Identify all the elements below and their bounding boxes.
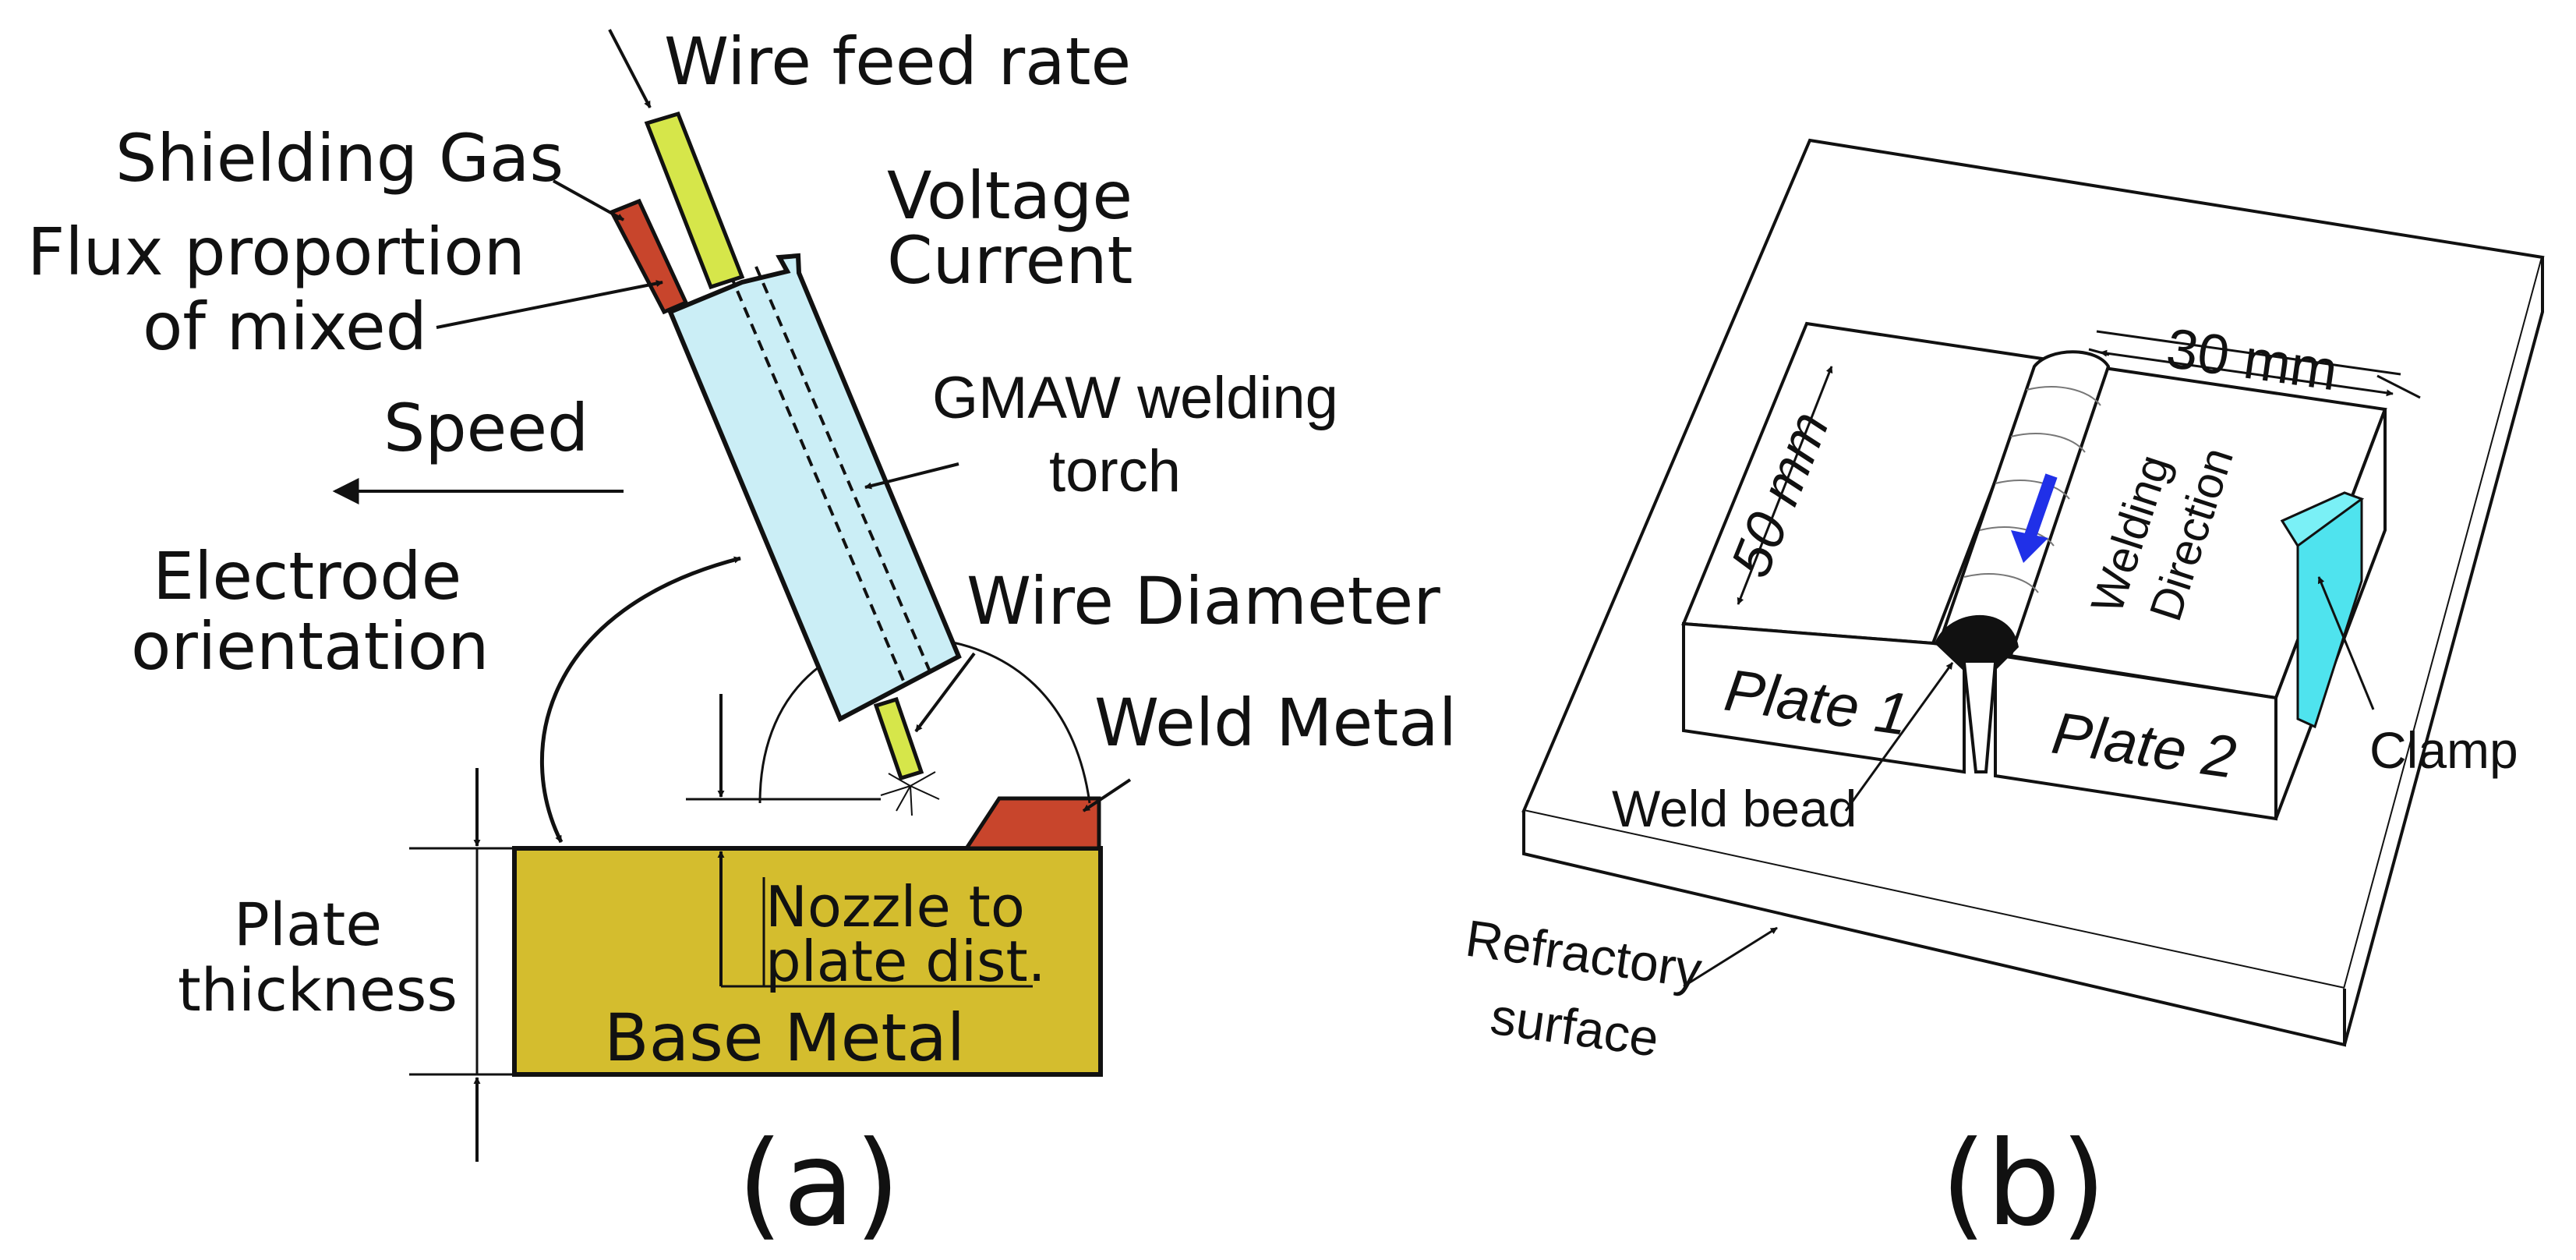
torch-arrow (864, 462, 959, 490)
wire-feed-rate-label: Wire feed rate (664, 23, 1131, 100)
shielding-gas-arrow (553, 179, 624, 221)
bead-ripples (1963, 386, 2101, 593)
wire-electrode-tip (873, 696, 924, 781)
wire-diameter-arrow (914, 652, 976, 733)
flux-proportion-label: Flux proportion (27, 214, 525, 290)
thickness-label: thickness (178, 955, 458, 1025)
arc-sparks (880, 771, 940, 816)
weld-metal-label: Weld Metal (1094, 685, 1457, 761)
weld-bead-end (1935, 614, 2019, 686)
electrode-orientation-arc (540, 556, 741, 844)
base-metal-label: Base Metal (604, 1000, 965, 1076)
current-label: Current (887, 222, 1133, 299)
dim-30-line (2100, 349, 2394, 397)
refractory-label-2: surface (1487, 987, 1663, 1067)
clamp-leader (2317, 576, 2375, 710)
weld-bead-label: Weld bead (1612, 780, 1857, 837)
panel-a-caption: (a) (737, 1117, 900, 1252)
weld-metal-bead (963, 796, 1101, 851)
weld-metal-arrow (1082, 778, 1132, 812)
shielding-gas-inlet (609, 198, 689, 315)
torch-label-line2: torch (1049, 438, 1181, 504)
wire-diameter-label: Wire Diameter (966, 563, 1440, 639)
flux-mixed-label: of mixed (143, 288, 427, 365)
refractory-leader (1683, 926, 1778, 988)
panel-b: 30 mm 50 mm Welding Direction Plate 1 Pl… (1462, 138, 2545, 1252)
refractory-slab-side (2343, 257, 2544, 1046)
welding-direction-arrow (2023, 473, 2058, 540)
dim-50-line (1737, 366, 1833, 605)
voltage-label: Voltage (887, 158, 1133, 234)
nozzle-label-line2: plate dist. (765, 929, 1046, 994)
shielding-gas-label: Shielding Gas (115, 120, 564, 196)
flux-arrow (436, 280, 663, 329)
nozzle-label-line1: Nozzle to (765, 874, 1025, 940)
base-metal-block (512, 846, 1103, 1077)
electrode-label-line1: Electrode (153, 538, 461, 614)
speed-label: Speed (383, 390, 588, 466)
plate-label: Plate (234, 890, 382, 959)
refractory-label-1: Refractory (1462, 909, 1705, 1000)
wire-feed-inlet (644, 111, 745, 290)
panel-a: Wire feed rate Shielding Gas Voltage Cur… (27, 23, 1457, 1252)
wire-feed-arrow (608, 29, 652, 108)
clamp-label: Clamp (2369, 721, 2518, 779)
weld-bead-leader (1844, 662, 1954, 812)
electrode-label-line2: orientation (131, 608, 489, 685)
torch-label-line1: GMAW welding (932, 365, 1338, 431)
panel-b-caption: (b) (1941, 1117, 2106, 1252)
